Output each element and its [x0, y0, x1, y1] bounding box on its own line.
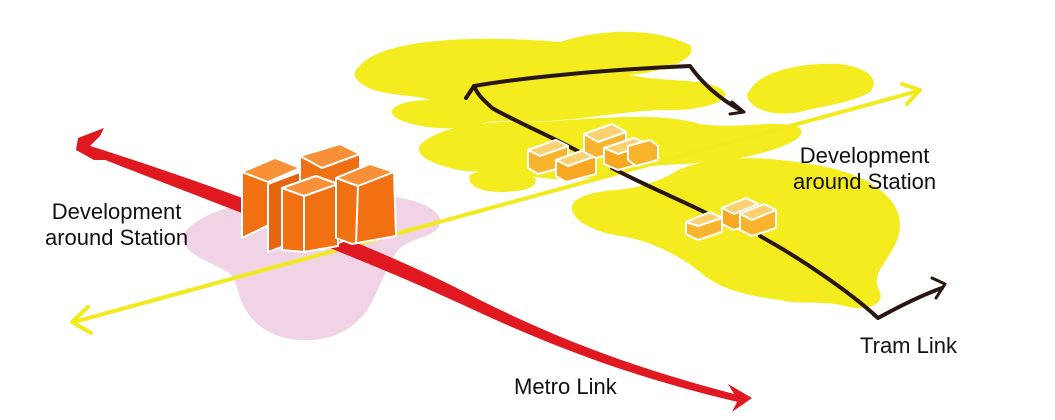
tram-link-label: Tram Link — [860, 333, 957, 358]
building-cluster-right — [685, 197, 777, 241]
axis-arrow-icon — [70, 82, 922, 335]
development-label-right-line2: around Station — [793, 169, 937, 194]
development-blob-top-right — [747, 63, 874, 114]
metro-link-label: Metro Link — [514, 374, 617, 399]
building-icon — [241, 143, 397, 253]
development-blob-small — [469, 168, 536, 192]
building-cluster-middle — [527, 123, 659, 183]
building-tall-right-top — [335, 163, 395, 187]
development-label-right: Development around Station — [793, 143, 936, 195]
development-label-left-line2: around Station — [45, 225, 189, 250]
development-label-left-line1: Development — [51, 199, 182, 224]
development-label-right-line1: Development — [799, 143, 930, 168]
building-back-right-top — [299, 143, 361, 169]
metro-arrow-icon — [76, 128, 752, 412]
development-label-left: Development around Station — [45, 199, 188, 251]
development-blob-top — [354, 31, 726, 129]
